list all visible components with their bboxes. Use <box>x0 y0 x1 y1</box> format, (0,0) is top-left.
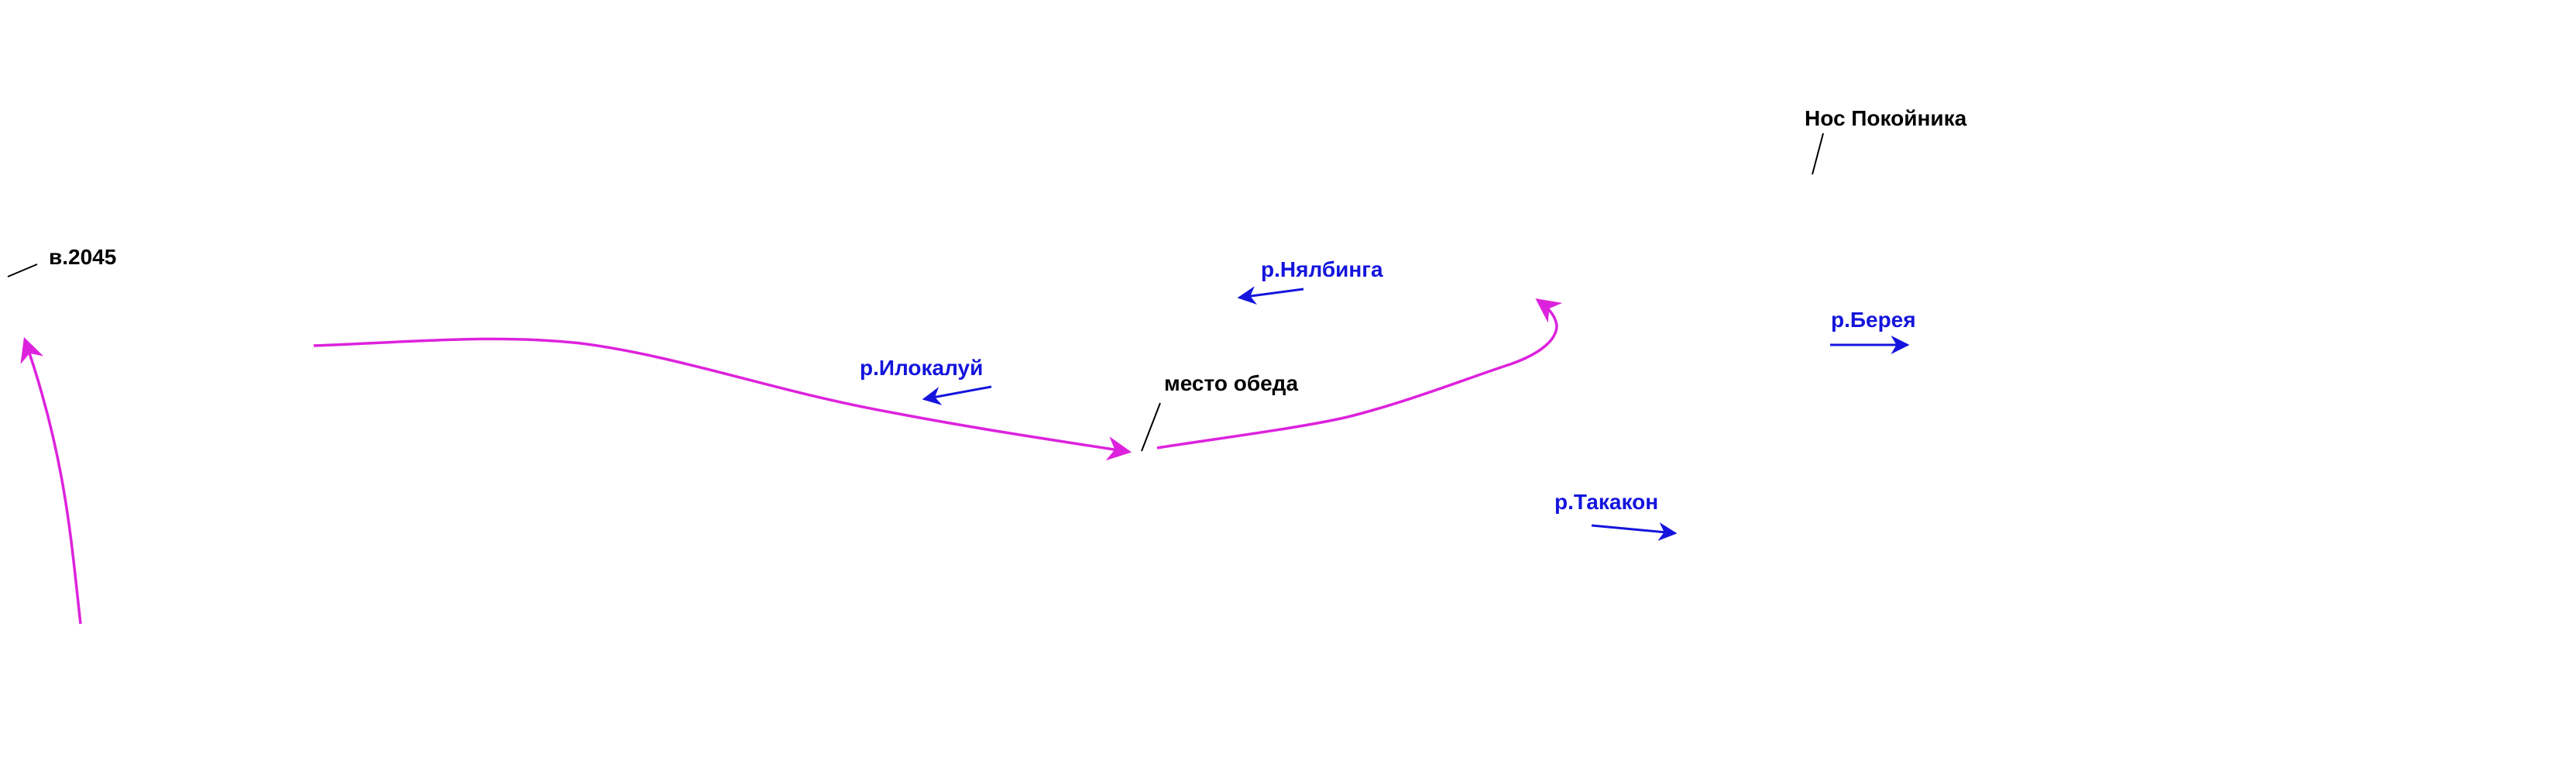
lunch-spot-leader-line <box>1141 402 1161 452</box>
peak-leader-line <box>7 264 38 277</box>
river-nyalbinga-flow-arrow <box>1237 286 1304 305</box>
lunch-spot-label: место обеда <box>1164 371 1298 395</box>
river-ilokaluy-flow-arrow <box>922 385 992 405</box>
cape-label: Нос Покойника <box>1805 106 1967 130</box>
river-takakon-label: р.Такакон <box>1554 490 1658 514</box>
river-ilokaluy-label: р.Илокалуй <box>860 356 983 380</box>
route-segment-ascent <box>20 337 82 625</box>
river-takakon-flow-arrow <box>1591 522 1678 541</box>
peak-label: в.2045 <box>49 245 116 269</box>
river-nyalbinga-label: р.Нялбинга <box>1261 257 1383 281</box>
route-segment-after-lunch <box>1156 298 1563 450</box>
cape-leader-line <box>1812 133 1824 175</box>
river-bereya-label: р.Берея <box>1831 308 1916 332</box>
route-segment-descent-to-lunch <box>313 337 1132 461</box>
